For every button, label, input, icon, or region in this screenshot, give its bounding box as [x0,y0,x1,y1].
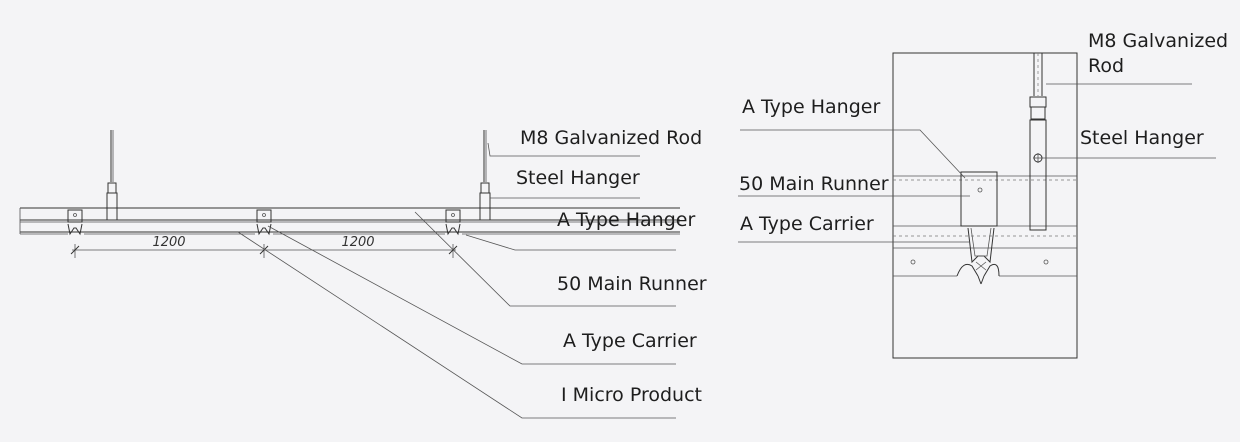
label-a-type-carrier: A Type Carrier [563,330,697,352]
label-m8-galvanized-line2: Rod [1088,55,1124,77]
right-rod [1029,53,1047,120]
dimension-1200-left: 1200 [152,235,185,250]
right-section-view: M8 Galvanized Rod A Type Hanger Steel Ha… [738,30,1228,359]
left-leader-lines [237,142,676,419]
label-steel-hanger: Steel Hanger [516,167,640,189]
label-a-type-hanger-right: A Type Hanger [742,96,880,118]
right-leader-lines [738,83,1216,243]
label-m8-galvanized-rod: M8 Galvanized Rod [520,127,702,149]
dimension-1200-right: 1200 [341,235,374,250]
label-a-type-hanger: A Type Hanger [557,209,695,231]
left-rod-2 [479,130,491,221]
label-50-main-runner-right: 50 Main Runner [739,173,889,195]
left-a-type-hanger-2 [256,209,272,236]
label-i-micro-product: I Micro Product [561,384,702,406]
panel-outline [892,52,1078,359]
right-steel-hanger [1029,119,1047,231]
left-a-type-hanger-1 [67,209,83,236]
left-rod-1 [106,130,118,221]
dimension-line: 1200 1200 [70,235,458,258]
label-steel-hanger-right: Steel Hanger [1080,127,1204,149]
label-50-main-runner: 50 Main Runner [557,273,707,295]
label-a-type-carrier-right: A Type Carrier [740,213,874,235]
label-m8-galvanized-line1: M8 Galvanized [1088,30,1228,52]
right-a-type-hanger [960,171,998,227]
right-a-type-carrier [956,227,1000,285]
main-runner-strip [19,207,680,235]
left-a-type-hanger-3 [445,209,461,236]
left-elevation-view: 1200 1200 M8 Galvanized Rod Steel Hanger… [19,127,707,419]
